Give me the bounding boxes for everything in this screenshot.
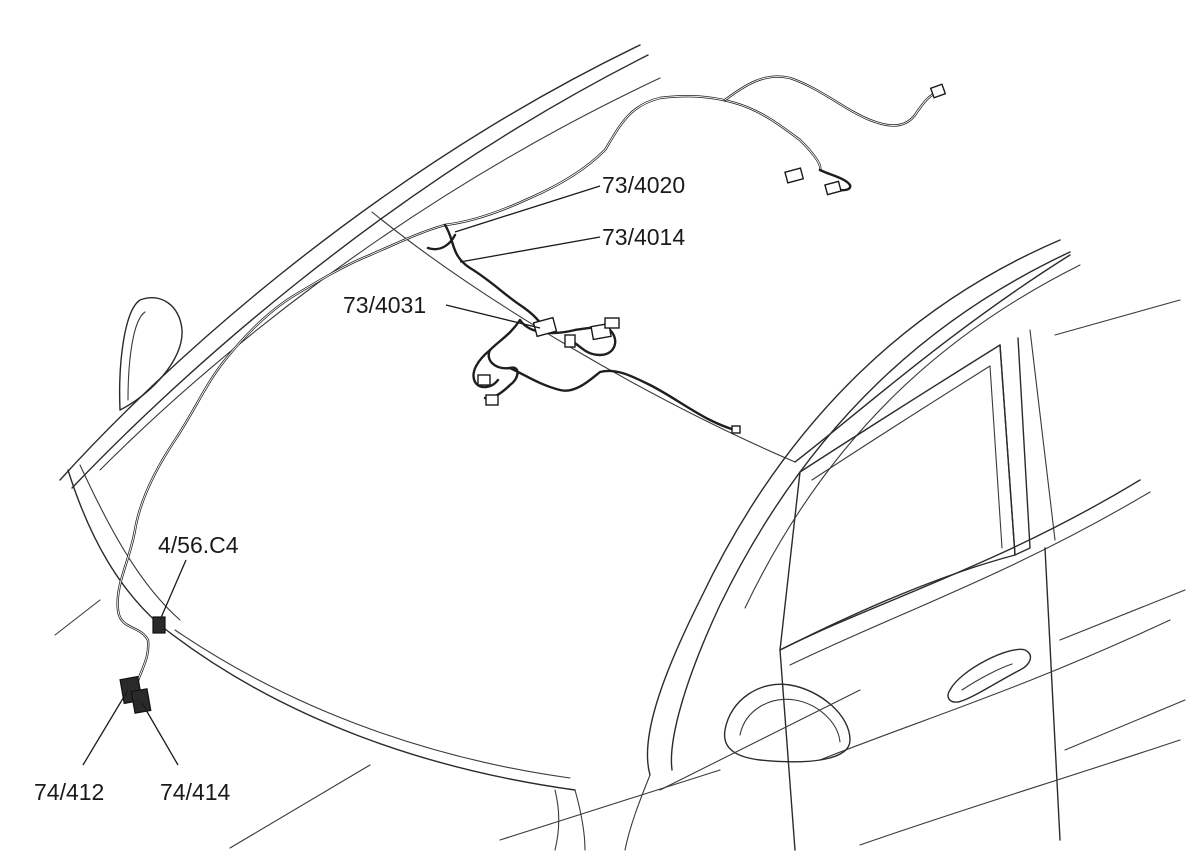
- windscreen-bottom-inner: [174, 629, 571, 779]
- leader-73-4020: [454, 185, 601, 233]
- door-window-inner: [811, 365, 1003, 549]
- bonnet-line-3: [554, 789, 560, 851]
- roof-rail: [99, 77, 661, 471]
- callout-74-412: 74/412: [34, 779, 104, 805]
- harness-branch-top-right: [723, 75, 940, 127]
- leader-74-412: [82, 689, 129, 766]
- b-pillar-2: [1029, 329, 1056, 541]
- fender-line-2: [499, 769, 721, 841]
- a-pillar-right-inner: [670, 251, 1071, 771]
- harness-central-cluster-2: [472, 348, 500, 389]
- leader-73-4031: [445, 304, 541, 329]
- bonnet-line-1: [54, 599, 101, 636]
- car-body: [54, 44, 1186, 851]
- callout-74-414: 74/414: [160, 779, 231, 805]
- door-front-edge: [779, 649, 796, 851]
- callout-73-4014: 73/4014: [602, 224, 685, 250]
- cowl-line: [624, 774, 651, 851]
- rear-door-line: [1059, 589, 1186, 641]
- leader-74-414: [141, 702, 179, 766]
- windscreen-bottom: [159, 624, 576, 791]
- harness-roof-branch: [443, 223, 547, 332]
- roof-edge-outer: [59, 44, 641, 481]
- callout-73-4020: 73/4020: [602, 172, 685, 198]
- callout-labels: 73/4020 73/4014 73/4031 4/56.C4 74/412 7…: [34, 172, 685, 805]
- leader-73-4014: [459, 236, 601, 263]
- callout-73-4031: 73/4031: [343, 292, 426, 318]
- bonnet-line-4: [574, 789, 586, 851]
- rocker-line: [859, 739, 1181, 846]
- leader-4-56-c4: [159, 559, 187, 621]
- door-window-frame: [779, 344, 1016, 651]
- harness-main-run: [116, 94, 822, 692]
- connectors: [119, 83, 947, 714]
- door-belt-line-2: [789, 491, 1151, 666]
- callout-4-56-c4: 4/56.C4: [158, 532, 239, 558]
- connector-roof-end: [731, 425, 741, 434]
- connector-ceiling-1: [784, 167, 805, 184]
- door-handle-recess: [961, 663, 1013, 691]
- connector-left-cluster-b: [485, 394, 499, 406]
- rear-door-line-2: [1064, 699, 1186, 751]
- door-handle: [947, 648, 1032, 703]
- a-pillar-left: [67, 469, 161, 626]
- leader-lines: [82, 185, 601, 766]
- wing-mirror-right-inner: [739, 698, 841, 743]
- connector-ceiling-2: [824, 180, 842, 196]
- wiring-harness: [116, 75, 940, 692]
- door-belt-line: [779, 479, 1141, 651]
- wing-mirror-left-inner: [127, 311, 146, 401]
- connector-4-56-c4: [152, 616, 166, 634]
- door-rear-edge: [1044, 547, 1061, 841]
- wing-mirror-left: [118, 296, 183, 411]
- connector-top-right: [929, 83, 947, 99]
- connector-73-4031: [532, 316, 558, 338]
- a-pillar-right-outer: [646, 239, 1061, 776]
- roof-right: [794, 254, 1071, 463]
- connector-74-414: [130, 688, 152, 714]
- harness-roof-branch-2: [426, 233, 457, 251]
- harness-branch-top-right-in: [724, 76, 939, 126]
- connector-central-c: [564, 334, 576, 348]
- connector-left-cluster-a: [477, 374, 491, 386]
- body-side-line: [819, 619, 1171, 761]
- connector-central-b: [604, 317, 620, 329]
- b-pillar: [999, 337, 1031, 556]
- wing-mirror-right: [723, 683, 851, 763]
- rear-window: [1054, 299, 1181, 336]
- roof-edge-inner: [71, 54, 649, 489]
- a-pillar-right-line3: [744, 264, 1081, 609]
- fender-line: [659, 689, 861, 791]
- harness-main-run-highlight: [117, 95, 821, 691]
- bonnet-line-2: [229, 764, 371, 849]
